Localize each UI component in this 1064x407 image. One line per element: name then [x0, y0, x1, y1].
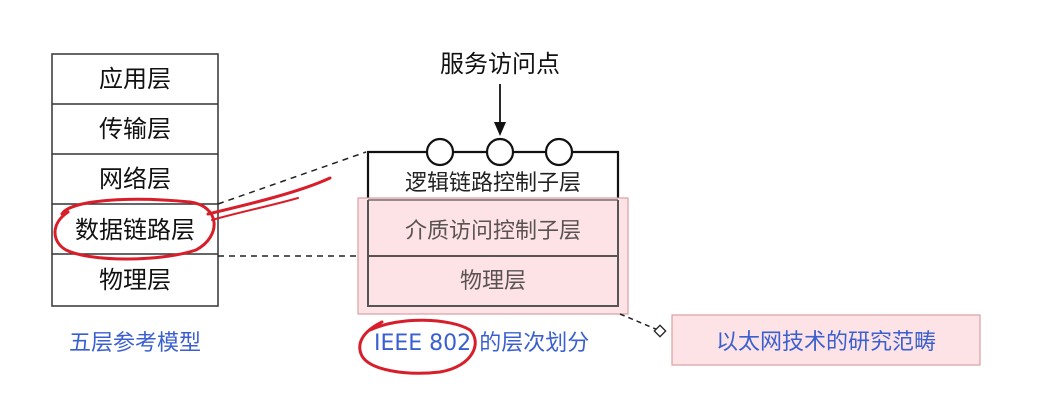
data-link-circle-annotation — [53, 197, 216, 261]
data-link-stroke-annotation — [211, 197, 299, 221]
ieee-circle-annotation — [358, 318, 477, 375]
mac-label: 介质访问控制子层 — [405, 219, 581, 244]
sap-circle — [485, 137, 515, 167]
ieee802-caption-suffix: 的层次划分 — [479, 331, 589, 356]
ieee802-structure: 服务访问点 逻辑链路控制子层 介质访问控制子层 物理层 IEEE 802 的层次划… — [357, 50, 629, 356]
llc-label: 逻辑链路控制子层 — [405, 171, 581, 196]
ieee802-caption: IEEE 802 的层次划分 — [374, 331, 589, 356]
stack-outline — [51, 53, 219, 307]
layer-data-link: 数据链路层 — [75, 216, 195, 244]
layer-transport: 传输层 — [99, 115, 171, 143]
scope-connector-diamond — [653, 324, 667, 338]
ethernet-scope-box — [671, 314, 981, 366]
sap-circle — [544, 137, 574, 167]
mac-phy-frame — [367, 200, 619, 307]
scope-connector — [619, 313, 659, 331]
five-layer-caption: 五层参考模型 — [69, 331, 201, 356]
layer-application: 应用层 — [99, 65, 171, 93]
layer-network: 网络层 — [99, 165, 171, 193]
sap-arrow-head — [494, 122, 506, 136]
red-annotations — [53, 176, 477, 375]
data-link-stroke-annotation — [206, 176, 332, 216]
connector-top-dashed — [217, 151, 367, 205]
service-access-point-label: 服务访问点 — [440, 50, 560, 78]
ieee802-caption-prefix: IEEE 802 — [374, 331, 471, 356]
ethernet-scope-label: 以太网技术的研究范畴 — [716, 330, 936, 355]
layer-physical: 物理层 — [99, 266, 171, 294]
five-layer-stack: 应用层 传输层 网络层 数据链路层 物理层 五层参考模型 — [51, 53, 219, 356]
phy-label: 物理层 — [460, 269, 526, 294]
sap-circle — [425, 137, 455, 167]
